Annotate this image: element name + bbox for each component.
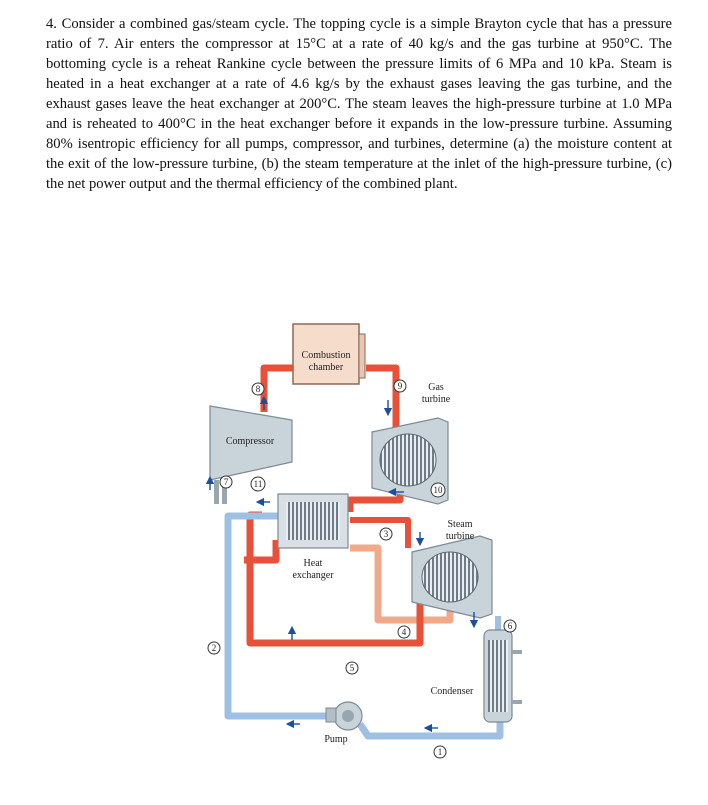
svg-text:7: 7 xyxy=(224,477,229,487)
compressor-label: Compressor xyxy=(226,436,275,447)
steam-turbine: Steam turbine xyxy=(411,519,493,619)
combustion-chamber: Combustion chamber xyxy=(292,323,366,385)
state-markers: 1 2 3 4 5 6 7 8 9 10 11 xyxy=(207,379,517,759)
state-3: 3 xyxy=(379,527,393,541)
svg-text:6: 6 xyxy=(508,621,513,631)
svg-text:8: 8 xyxy=(256,384,261,394)
svg-text:5: 5 xyxy=(350,663,355,673)
pump-label: Pump xyxy=(324,734,347,745)
state-2: 2 xyxy=(207,641,221,655)
svg-text:4: 4 xyxy=(402,627,407,637)
svg-text:11: 11 xyxy=(254,479,263,489)
condenser: Condenser xyxy=(431,629,522,723)
state-11: 11 xyxy=(250,476,266,492)
condenser-label: Condenser xyxy=(431,686,474,697)
state-8: 8 xyxy=(251,382,265,396)
gas-turbine-label-1: Gas xyxy=(428,382,444,393)
gas-cycle-pipes xyxy=(244,364,404,564)
gas-turbine-label-2: turbine xyxy=(422,394,451,405)
state-7: 7 xyxy=(219,475,233,489)
svg-text:1: 1 xyxy=(438,747,443,757)
compressor: Compressor xyxy=(209,405,293,504)
svg-text:10: 10 xyxy=(434,485,444,495)
svg-text:2: 2 xyxy=(212,643,217,653)
heat-exchanger-label-1: Heat xyxy=(304,558,323,569)
flow-arrows xyxy=(205,395,479,733)
state-4: 4 xyxy=(397,625,411,639)
heat-exchanger: Heat exchanger xyxy=(277,493,349,581)
combustion-label-1: Combustion xyxy=(302,350,351,361)
svg-text:3: 3 xyxy=(384,529,389,539)
steam-turbine-label-2: turbine xyxy=(446,531,475,542)
pump: Pump xyxy=(324,701,363,745)
steam-cycle-pipes xyxy=(224,511,504,740)
heat-exchanger-label-2: exchanger xyxy=(292,570,334,581)
steam-turbine-label-1: Steam xyxy=(448,519,473,530)
state-6: 6 xyxy=(503,619,517,633)
state-9: 9 xyxy=(393,379,407,393)
problem-statement: 4. Consider a combined gas/steam cycle. … xyxy=(46,16,672,192)
combustion-label-2: chamber xyxy=(309,362,344,373)
state-5: 5 xyxy=(345,661,359,675)
gas-turbine: Gas turbine xyxy=(371,382,451,505)
state-10: 10 xyxy=(430,482,446,498)
state-1: 1 xyxy=(433,745,447,759)
svg-text:9: 9 xyxy=(398,381,403,391)
